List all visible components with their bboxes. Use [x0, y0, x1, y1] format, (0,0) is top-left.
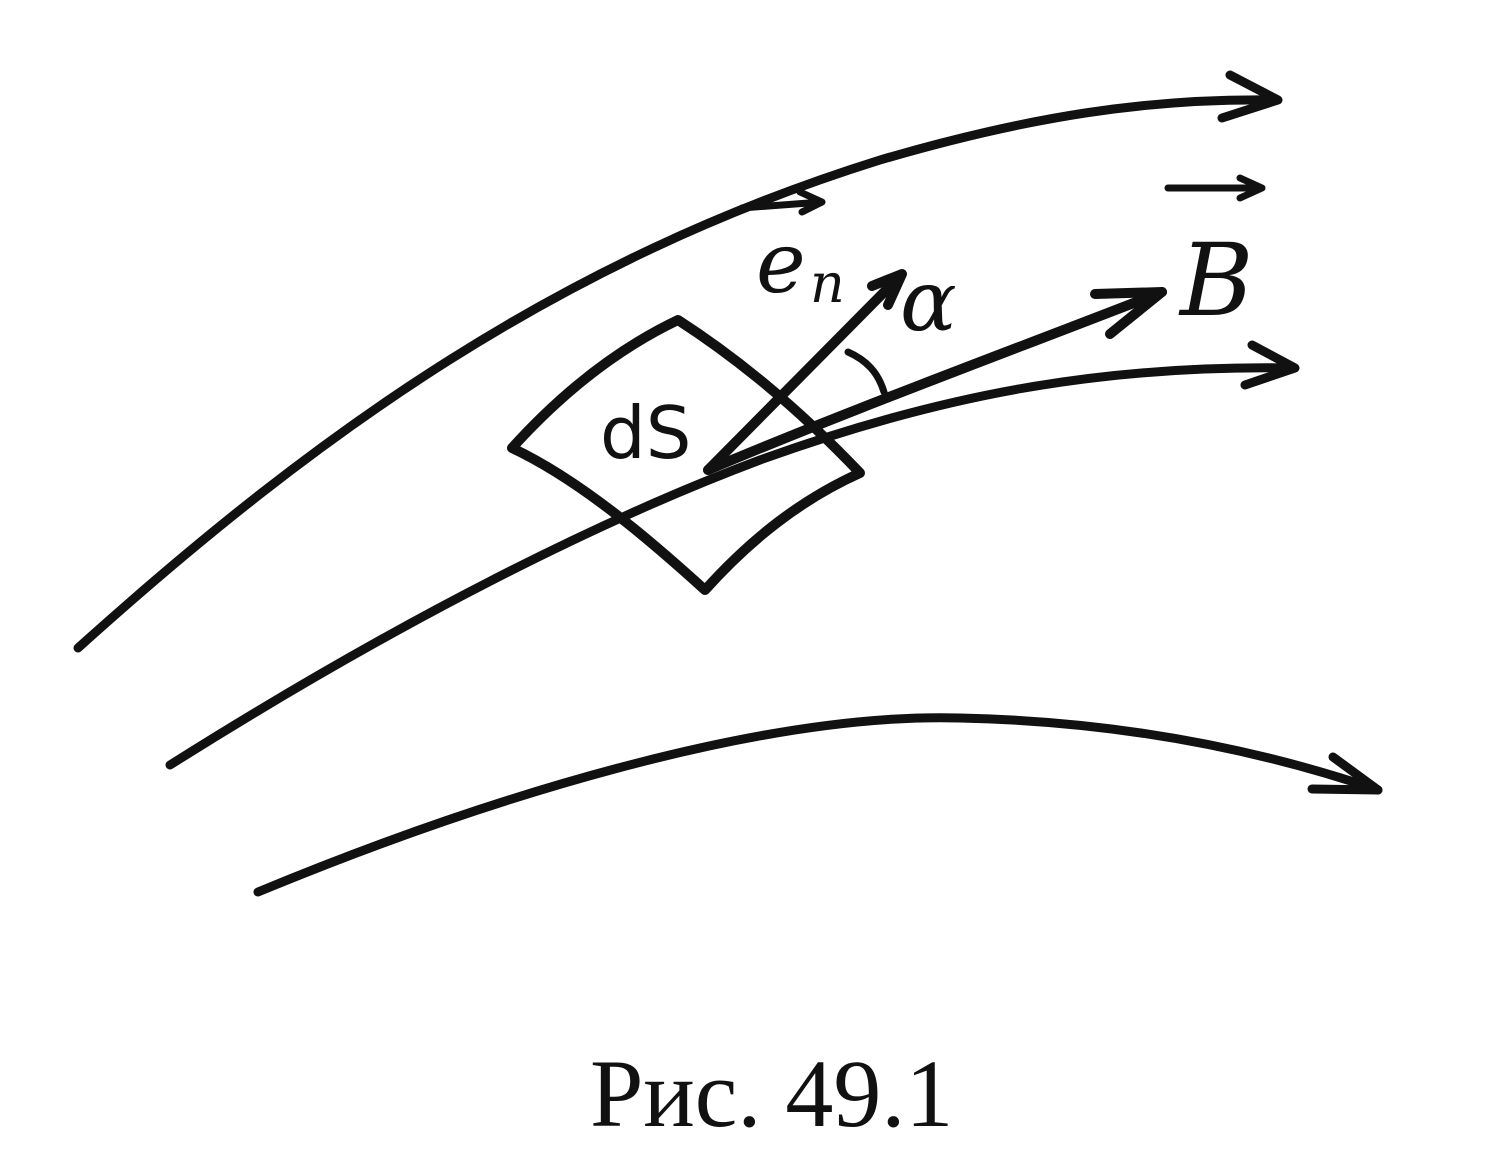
- surface-element-patch: [507, 315, 865, 595]
- figure-caption: Рис. 49.1: [590, 1040, 953, 1147]
- field-line-top-arrowhead: [1217, 70, 1283, 123]
- field-vector-label: B: [1178, 222, 1254, 339]
- field-line-bottom-arrowhead: [1307, 752, 1383, 795]
- field-line-top: [73, 95, 1280, 653]
- field-line-middle: [165, 363, 1297, 770]
- normal-vector-subscript: n: [810, 252, 845, 315]
- field-vector-B-arrowhead: [1090, 287, 1167, 339]
- field-line-middle-arrowhead: [1240, 340, 1300, 390]
- surface-element-label: dS: [600, 391, 691, 475]
- en-vector-overbar: [738, 188, 826, 216]
- B-vector-overbar: [1164, 174, 1266, 202]
- angle-arc: [844, 348, 888, 396]
- field-line-bottom: [253, 713, 1383, 897]
- normal-vector-label: e: [756, 214, 806, 312]
- angle-label: α: [900, 252, 957, 350]
- normal-vector-en-arrowhead: [867, 269, 907, 310]
- normal-vector-en: [703, 271, 905, 475]
- field-vector-B: [703, 287, 1167, 475]
